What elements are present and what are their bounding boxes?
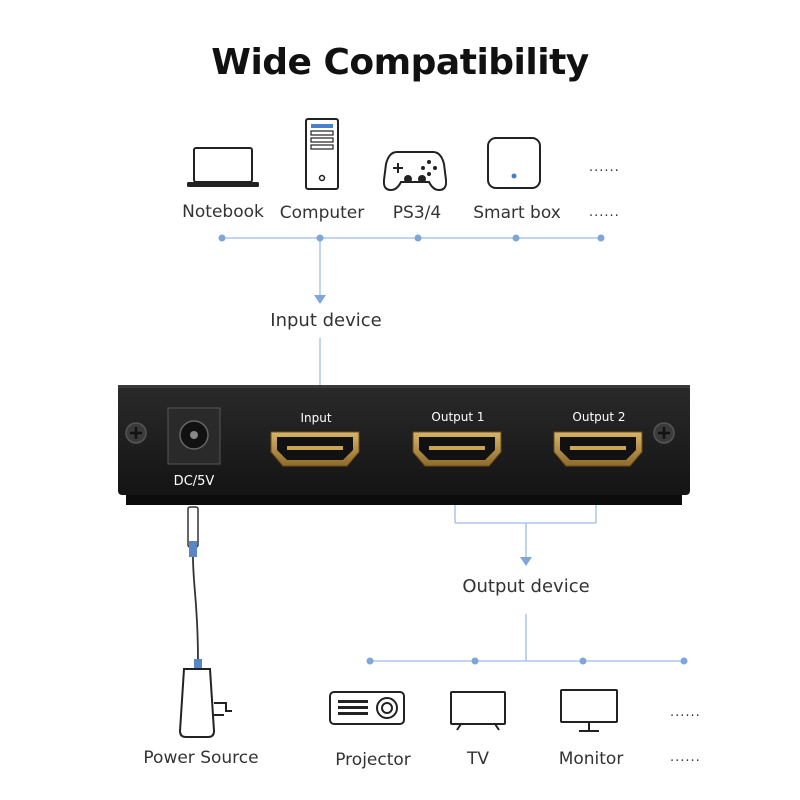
- dc-port-label: DC/5V: [173, 474, 215, 489]
- tv-icon: [450, 691, 506, 731]
- power-adapter-cable: [178, 506, 232, 738]
- desktop-tower-icon: [305, 118, 339, 190]
- power-source-label: Power Source: [143, 748, 259, 768]
- more-outputs-icon: ......: [670, 705, 701, 720]
- output-label-monitor: Monitor: [558, 749, 624, 769]
- input-label-computer: Computer: [279, 203, 365, 223]
- input-label-more: ......: [589, 205, 620, 220]
- gamepad-icon: [383, 151, 447, 192]
- hdmi-splitter: [118, 385, 690, 505]
- input-label-notebook: Notebook: [182, 202, 264, 222]
- more-icon: ......: [589, 160, 620, 175]
- page-title: Wide Compatibility: [211, 42, 589, 83]
- screw-left-icon: [125, 422, 147, 444]
- output1-port-label: Output 1: [431, 410, 485, 424]
- input-device-label: Input device: [270, 310, 382, 331]
- monitor-icon: [560, 689, 618, 732]
- smart-box-icon: [487, 137, 541, 189]
- output-label-tv: TV: [466, 749, 490, 769]
- output-device-label: Output device: [462, 576, 590, 597]
- hdmi-output2-port: [553, 431, 643, 467]
- output2-port-label: Output 2: [572, 410, 626, 424]
- input-label-ps34: PS3/4: [392, 203, 442, 223]
- output-label-more: ......: [670, 750, 701, 765]
- dc-power-port: [167, 407, 221, 465]
- laptop-icon: [187, 147, 259, 187]
- projector-icon: [329, 691, 405, 725]
- input-label-smart-box: Smart box: [473, 203, 561, 223]
- hdmi-input-port: [270, 431, 360, 467]
- hdmi-output1-port: [412, 431, 502, 467]
- output-label-projector: Projector: [335, 750, 411, 770]
- input-port-label: Input: [300, 411, 332, 425]
- screw-right-icon: [653, 422, 675, 444]
